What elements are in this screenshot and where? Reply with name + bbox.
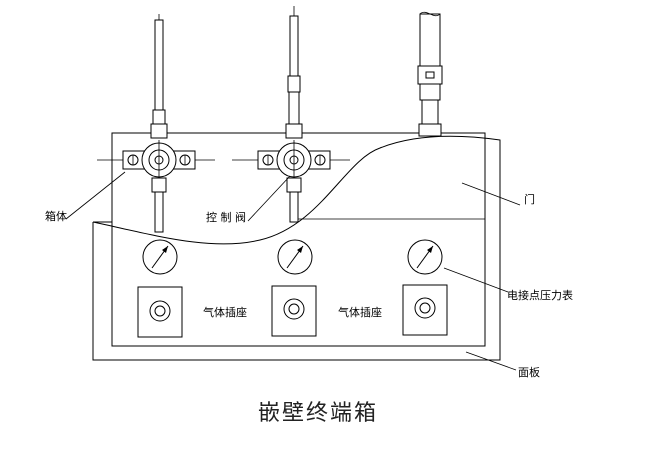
leader-gauge [443, 267, 509, 293]
label-socket-2: 气体插座 [338, 305, 382, 319]
panel-frame [92, 221, 501, 361]
label-control-valve: 控 制 阀 [206, 210, 246, 224]
label-gauge: 电接点压力表 [507, 288, 573, 302]
left-valve-assembly [97, 14, 215, 233]
socket-right [402, 284, 448, 336]
box-body [111, 132, 486, 347]
label-socket-1: 气体插座 [203, 305, 247, 319]
socket-middle [271, 285, 317, 337]
leader-door [461, 182, 521, 206]
gauge-left [142, 239, 178, 275]
gauge-right [407, 239, 443, 275]
label-door: 门 [524, 192, 535, 206]
door-curve [92, 135, 501, 245]
label-panel: 面板 [518, 365, 540, 379]
label-box: 箱体 [45, 209, 67, 223]
diagram-caption: 嵌壁终端箱 [258, 401, 378, 426]
leader-valve [247, 175, 291, 222]
leader-panel [465, 351, 517, 371]
gauge-middle [277, 239, 313, 275]
right-pipe-assembly [417, 11, 443, 137]
middle-valve-assembly [232, 6, 350, 223]
socket-left [137, 286, 183, 338]
leader-box [65, 171, 126, 220]
